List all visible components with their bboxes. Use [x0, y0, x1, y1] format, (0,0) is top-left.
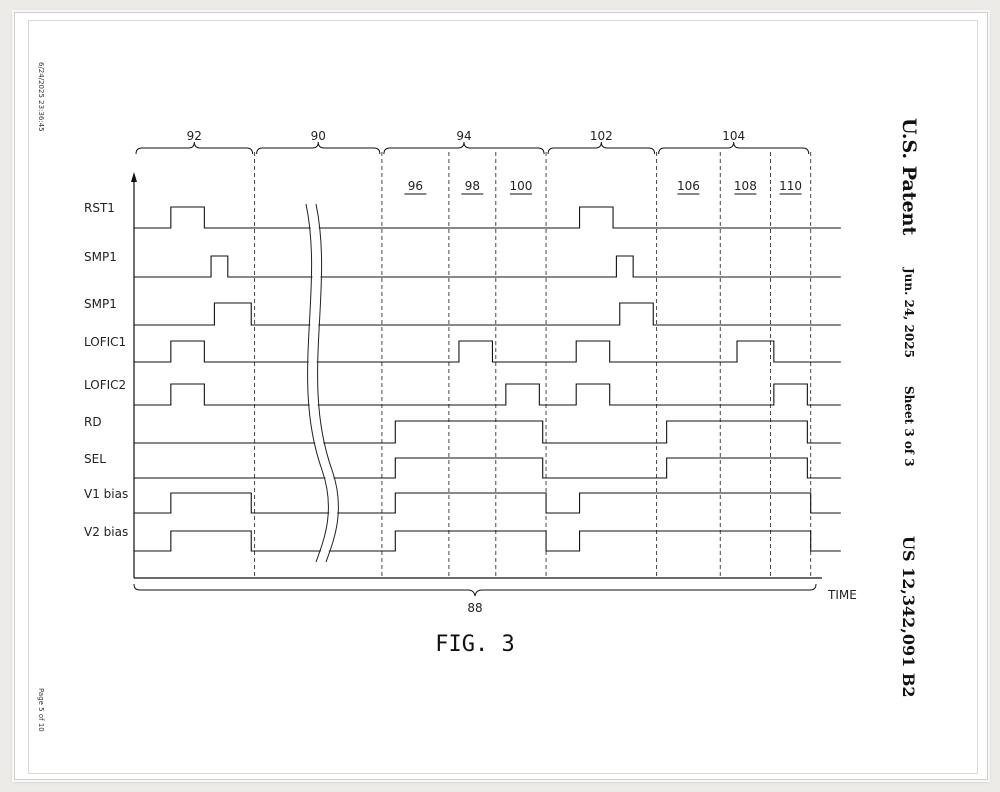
break-line-right [315, 203, 339, 563]
signal-trace [134, 383, 841, 406]
break-mask [307, 204, 338, 562]
patent-sheet-number: Sheet 3 of 3 [902, 386, 916, 467]
signal-label: RD [84, 415, 102, 429]
phase-bracket [658, 141, 810, 155]
subphase-labels: 96 98 100 106 108 110 [404, 179, 802, 195]
break-line-left [305, 203, 329, 563]
subphase-label: 108 [734, 179, 757, 193]
signal-label: RST1 [84, 201, 115, 215]
signal-trace [134, 302, 841, 326]
signal-label: SEL [84, 452, 106, 466]
subphase-label: 106 [677, 179, 700, 193]
signal-trace [134, 530, 841, 552]
figure-caption: FIG. 3 [435, 632, 514, 657]
time-axis-label: TIME [827, 588, 857, 602]
patent-number: US 12,342,091 B2 [899, 536, 918, 698]
timestamp-text: 6/24/2025 23:36:45 [37, 62, 45, 132]
span-bracket [133, 583, 817, 597]
subphase-label: 110 [779, 179, 802, 193]
phase-label: 94 [456, 129, 471, 143]
phase-label: 104 [722, 129, 745, 143]
signal-label: V1 bias [84, 487, 128, 501]
phase-bracket [256, 141, 381, 155]
subphase-label: 100 [509, 179, 532, 193]
patent-date: Jun. 24, 2025 [902, 267, 916, 358]
signal-trace [134, 255, 841, 278]
phase-label: 102 [590, 129, 613, 143]
span-label: 88 [467, 601, 482, 615]
signal-trace [134, 420, 841, 444]
subphase-label: 98 [465, 179, 480, 193]
signal-trace [134, 492, 841, 514]
patent-title: U.S. Patent [898, 118, 920, 235]
page-frame [28, 20, 978, 774]
signal-trace [134, 340, 841, 363]
signal-label: SMP1 [84, 297, 117, 311]
patent-sheet [14, 12, 988, 780]
page-number-text: Page 5 of 10 [37, 688, 45, 732]
phase-bracket [135, 141, 254, 155]
phase-label: 92 [187, 129, 202, 143]
phase-brackets: 92 90 94 102 104 [135, 129, 810, 155]
subphase-label: 96 [408, 179, 423, 193]
signal-trace [134, 457, 841, 479]
signal-label: SMP1 [84, 250, 117, 264]
signal-label: V2 bias [84, 525, 128, 539]
signal-label: LOFIC1 [84, 335, 126, 349]
phase-bracket [383, 141, 545, 155]
signal-label: LOFIC2 [84, 378, 126, 392]
axis-arrow-icon [131, 172, 137, 182]
phase-boundaries [254, 152, 812, 578]
phase-bracket [547, 141, 656, 155]
phase-label: 90 [311, 129, 326, 143]
signal-trace [134, 206, 841, 229]
